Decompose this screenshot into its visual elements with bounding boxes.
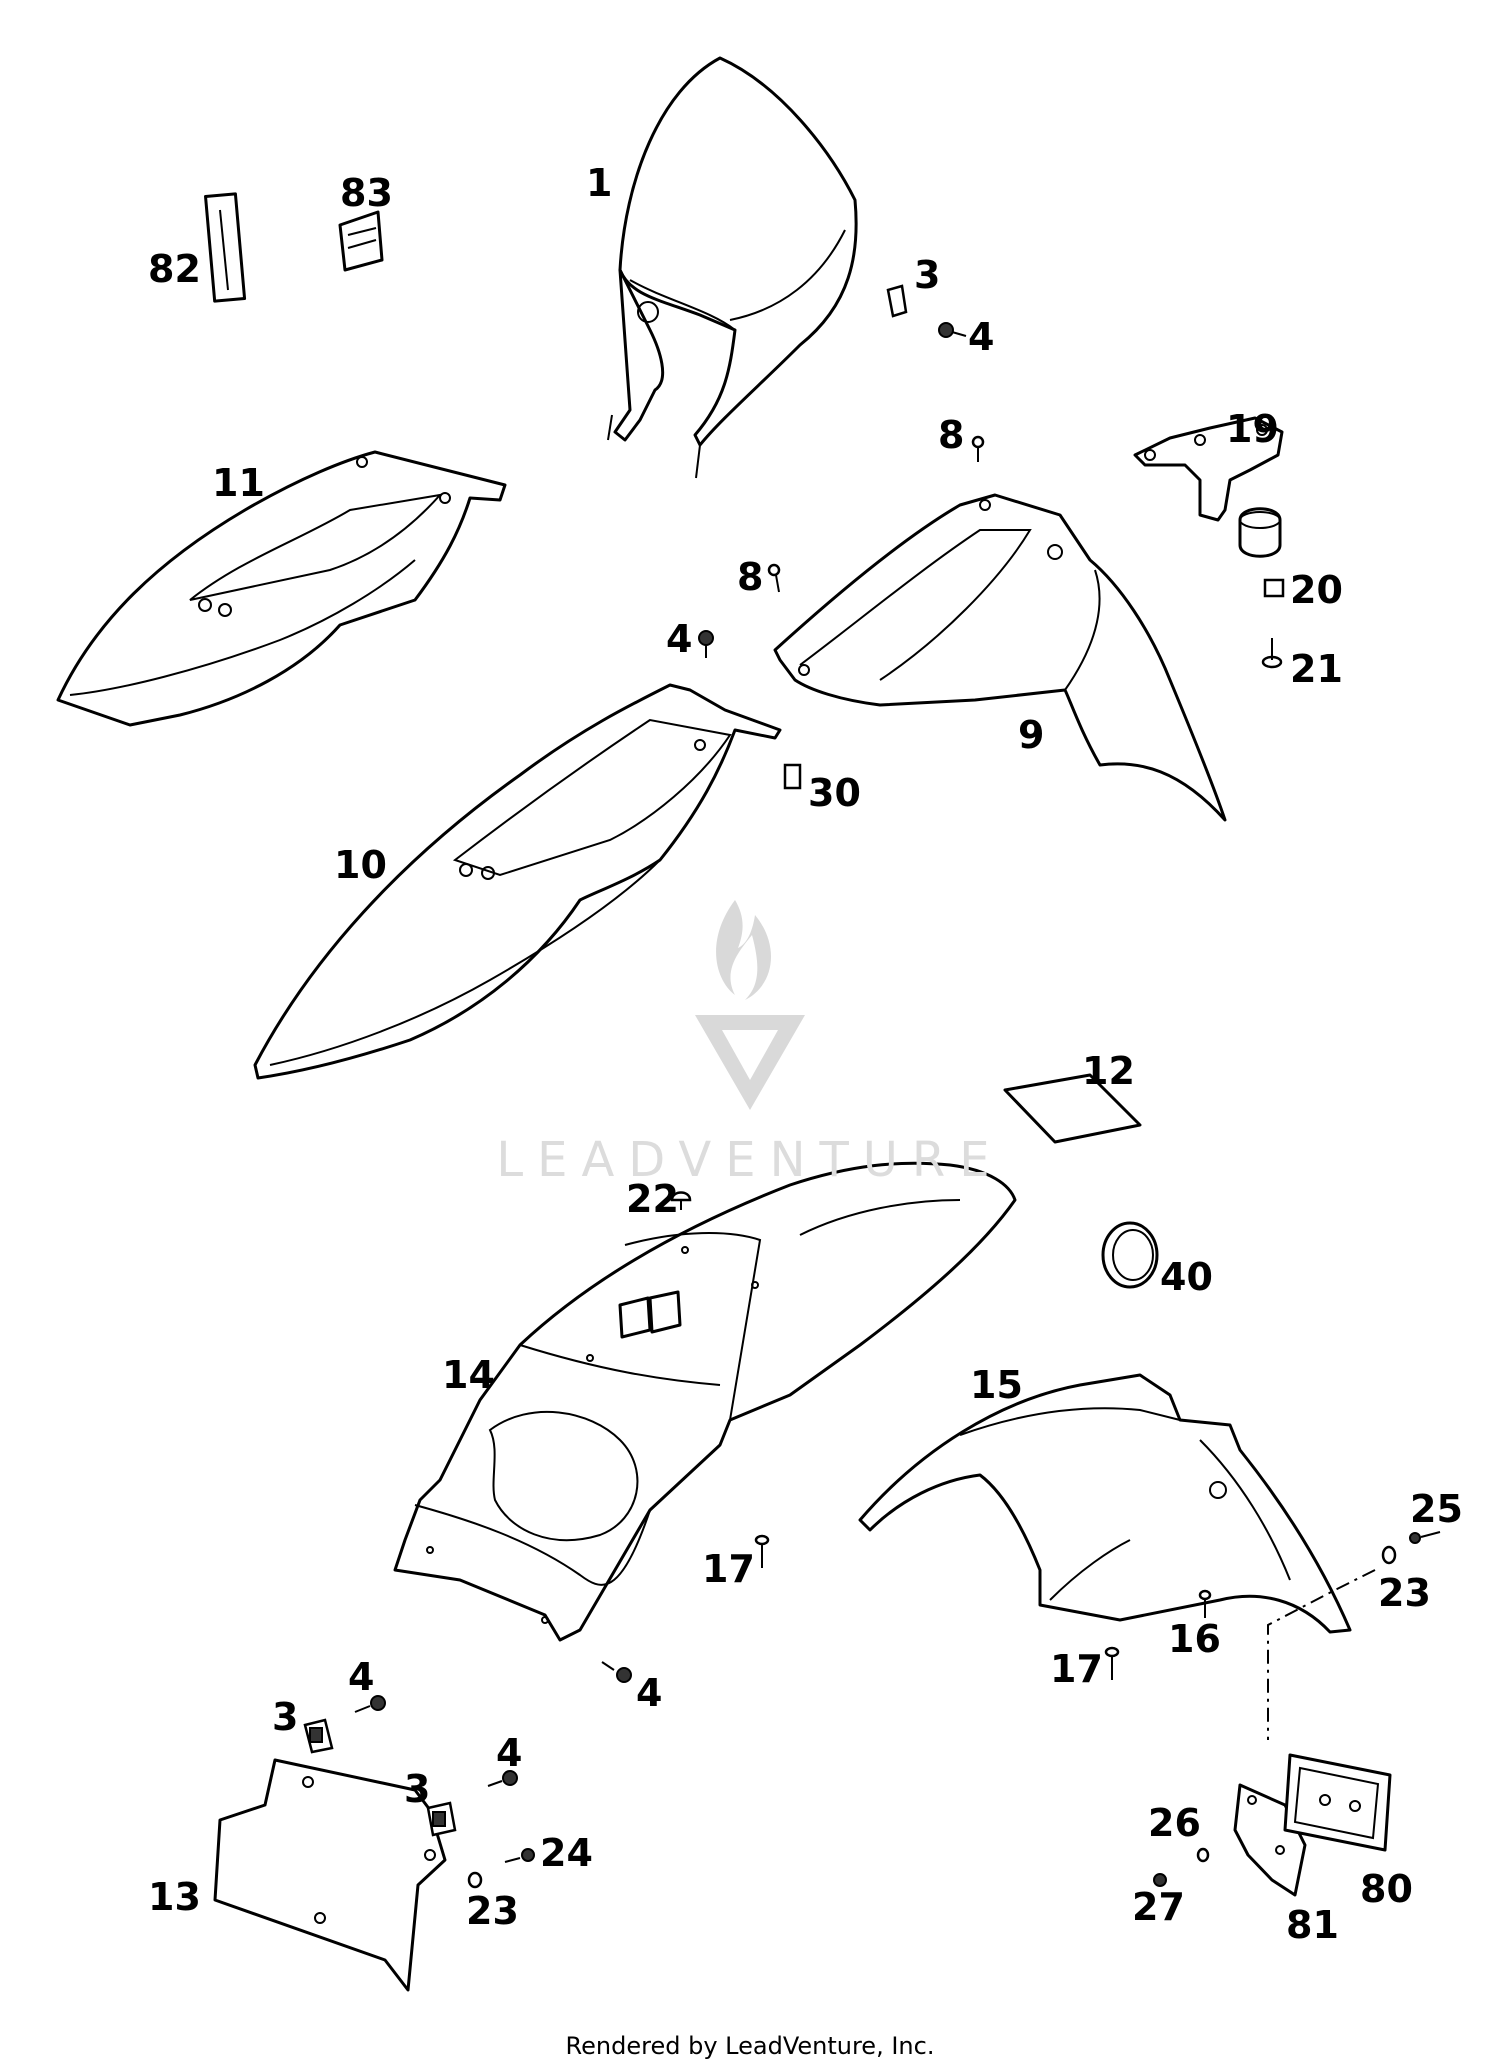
callout-14: 14 — [442, 1353, 495, 1397]
part-3-clip-top — [886, 284, 908, 318]
callout-17: 17 — [1050, 1647, 1103, 1691]
callout-3: 3 — [272, 1695, 298, 1739]
part-20-nut — [1263, 578, 1285, 598]
part-80-reflector — [1283, 1753, 1392, 1852]
callout-21: 21 — [1290, 647, 1343, 691]
callout-3: 3 — [404, 1767, 430, 1811]
callout-22: 22 — [626, 1177, 679, 1221]
callout-8: 8 — [938, 413, 964, 457]
part-4-screw-lower — [601, 1661, 632, 1683]
callout-4: 4 — [496, 1731, 522, 1775]
callout-20: 20 — [1290, 568, 1343, 612]
part-1-headlight-mask — [607, 56, 858, 479]
part-40-grommet — [1101, 1221, 1159, 1289]
callout-13: 13 — [148, 1875, 201, 1919]
part-10-fender — [253, 683, 782, 1080]
part-12-pad — [1003, 1073, 1142, 1144]
callout-81: 81 — [1286, 1903, 1339, 1947]
part-9-front-fender — [773, 493, 1227, 822]
part-4-screw-mid — [698, 630, 714, 658]
footer-credit: Rendered by LeadVenture, Inc. — [565, 2032, 935, 2060]
watermark-text: LEADVENTURE — [496, 1132, 1004, 1188]
callout-83: 83 — [340, 171, 393, 215]
part-27-nut — [1153, 1873, 1167, 1887]
part-24-screw — [504, 1848, 535, 1863]
callout-40: 40 — [1160, 1255, 1213, 1299]
callout-24: 24 — [540, 1831, 593, 1875]
callout-12: 12 — [1082, 1049, 1135, 1093]
part-15-rear-fender — [858, 1373, 1352, 1634]
part-26-washer — [1196, 1847, 1210, 1863]
callout-11: 11 — [212, 461, 265, 505]
part-16-screw — [1198, 1589, 1212, 1618]
callout-4: 4 — [666, 617, 692, 661]
callout-25: 25 — [1410, 1487, 1463, 1531]
part-23-washer-left — [467, 1871, 483, 1889]
part-17-screw-left — [754, 1534, 770, 1568]
part-23-washer-right — [1381, 1545, 1397, 1565]
callout-19: 19 — [1226, 407, 1279, 451]
part-83-sticker — [338, 210, 384, 272]
callout-30: 30 — [808, 771, 861, 815]
callout-labels: 1 83 82 3 4 8 19 11 8 20 4 21 9 30 10 12… — [148, 161, 1463, 1947]
callout-16: 16 — [1168, 1617, 1221, 1661]
callout-1: 1 — [586, 161, 612, 205]
part-14-rear-section — [393, 1161, 1017, 1642]
part-11-fender — [56, 450, 507, 727]
watermark-logo — [695, 900, 805, 1110]
part-21-bolt — [1261, 638, 1283, 669]
callout-17: 17 — [702, 1547, 755, 1591]
part-4-screw-right — [487, 1770, 518, 1787]
part-17-screw-right — [1104, 1646, 1120, 1680]
part-22-rivet — [670, 1191, 692, 1210]
callout-23: 23 — [1378, 1571, 1431, 1615]
assembly-line — [1267, 1569, 1376, 1740]
part-4-screw-top — [938, 322, 967, 338]
part-19-bracket — [1133, 416, 1284, 558]
part-13-plate — [213, 1758, 447, 1992]
part-4-screw-left — [354, 1695, 386, 1713]
callout-4: 4 — [348, 1655, 374, 1699]
callout-23: 23 — [466, 1889, 519, 1933]
callout-27: 27 — [1132, 1885, 1185, 1929]
callout-9: 9 — [1018, 713, 1044, 757]
callout-80: 80 — [1360, 1867, 1413, 1911]
callout-3: 3 — [914, 253, 940, 297]
part-8-screw-top — [971, 435, 985, 462]
callout-4: 4 — [968, 315, 994, 359]
part-8-screw-mid — [767, 563, 781, 593]
callout-10: 10 — [334, 843, 387, 887]
part-30-spacer — [783, 763, 802, 790]
callout-15: 15 — [970, 1363, 1023, 1407]
callout-82: 82 — [148, 247, 201, 291]
callout-26: 26 — [1148, 1801, 1201, 1845]
part-82-sticker — [204, 192, 247, 303]
callout-4: 4 — [636, 1671, 662, 1715]
part-3-clip-right — [426, 1801, 457, 1837]
callout-8: 8 — [737, 555, 763, 599]
part-3-clip-left — [303, 1718, 334, 1754]
part-25-screw — [1409, 1531, 1441, 1544]
